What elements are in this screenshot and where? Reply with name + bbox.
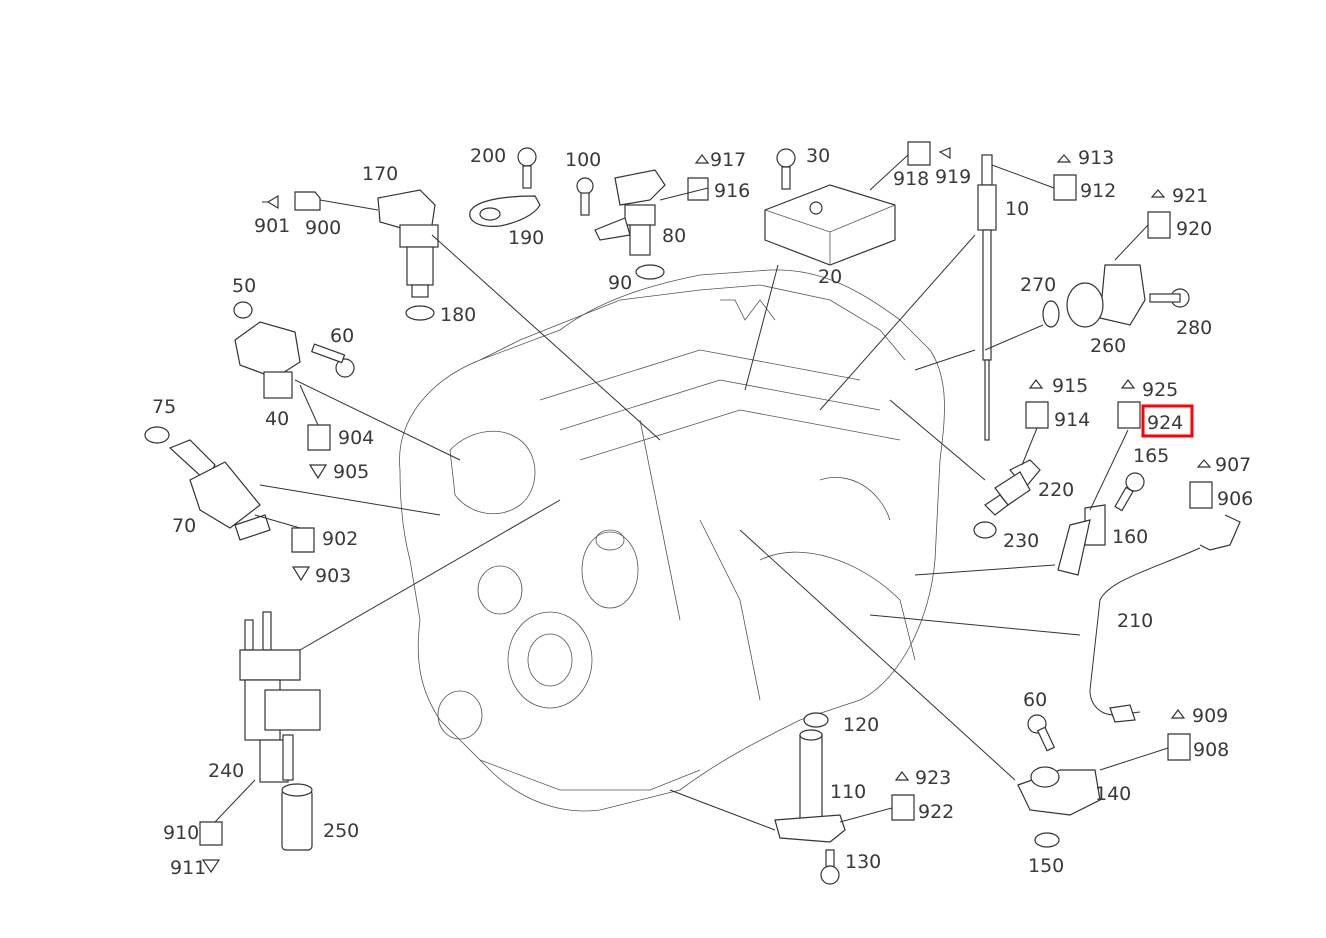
label-30: 30	[806, 145, 830, 167]
label-200: 200	[470, 145, 506, 167]
label-70: 70	[172, 515, 196, 537]
label-60-b: 60	[1023, 689, 1047, 711]
label-170: 170	[362, 163, 398, 185]
part-180-oring	[405, 305, 435, 321]
label-906: 906	[1217, 488, 1253, 510]
label-210: 210	[1117, 610, 1153, 632]
part-110-sensor	[774, 729, 846, 843]
label-100: 100	[565, 149, 601, 171]
part-170-sensor	[377, 189, 439, 298]
part-165-bolt	[1114, 472, 1145, 512]
label-150: 150	[1028, 855, 1064, 877]
label-190: 190	[508, 227, 544, 249]
part-140-sensor	[1017, 766, 1101, 816]
part-250-cap	[281, 783, 313, 851]
label-902: 902	[322, 528, 358, 550]
part-230-oring	[973, 521, 997, 539]
part-40-sensor	[234, 321, 301, 399]
label-912: 912	[1080, 180, 1116, 202]
label-240: 240	[208, 760, 244, 782]
leader-lines	[214, 154, 1169, 831]
part-210-temp-sensor	[1089, 514, 1241, 723]
label-10: 10	[1005, 198, 1029, 220]
part-70-sensor	[168, 439, 271, 541]
part-220-sensor	[984, 459, 1041, 516]
part-10-glow-plug	[977, 154, 997, 441]
part-240-valve	[239, 611, 321, 783]
label-909: 909	[1192, 705, 1228, 727]
part-50-oring	[233, 301, 253, 319]
part-130-bolt	[820, 849, 840, 885]
part-270-oring	[1042, 300, 1060, 328]
part-160-sensor	[1057, 504, 1106, 576]
label-80: 80	[662, 225, 686, 247]
label-907: 907	[1215, 454, 1251, 476]
part-90-oring	[635, 264, 665, 280]
label-914: 914	[1054, 409, 1090, 431]
label-280: 280	[1176, 317, 1212, 339]
label-50: 50	[232, 275, 256, 297]
part-80-sensor	[594, 169, 666, 256]
label-75: 75	[152, 396, 176, 418]
label-905: 905	[333, 461, 369, 483]
highlight-box-924	[1141, 404, 1194, 438]
label-901: 901	[254, 215, 290, 237]
label-920: 920	[1176, 218, 1212, 240]
label-90: 90	[608, 272, 632, 294]
label-230: 230	[1003, 530, 1039, 552]
label-919: 919	[935, 166, 971, 188]
part-190-hole	[479, 207, 501, 221]
label-918: 918	[893, 168, 929, 190]
label-165: 165	[1133, 445, 1169, 467]
label-220: 220	[1038, 479, 1074, 501]
part-120-oring	[803, 712, 829, 728]
part-75-oring	[144, 426, 170, 444]
part-60-bolt-a	[310, 343, 355, 378]
part-20-control-unit	[764, 184, 896, 266]
label-904: 904	[338, 427, 374, 449]
label-921: 921	[1172, 185, 1208, 207]
label-110: 110	[830, 781, 866, 803]
part-100-screw	[576, 177, 594, 216]
part-260-sensor	[1066, 264, 1146, 328]
engine-assembly	[399, 269, 945, 812]
label-160: 160	[1112, 526, 1148, 548]
label-60-a: 60	[330, 325, 354, 347]
label-900: 900	[305, 217, 341, 239]
part-150-oring	[1034, 832, 1060, 848]
label-910: 910	[163, 822, 199, 844]
label-180: 180	[440, 304, 476, 326]
label-911: 911	[170, 857, 206, 879]
label-120: 120	[843, 714, 879, 736]
label-40: 40	[265, 408, 289, 430]
label-908: 908	[1193, 739, 1229, 761]
label-923: 923	[915, 767, 951, 789]
label-924: 924	[1147, 412, 1183, 434]
part-30-bolt	[776, 148, 796, 190]
label-130: 130	[845, 851, 881, 873]
label-922: 922	[918, 801, 954, 823]
label-925: 925	[1142, 379, 1178, 401]
part-60-bolt-b	[1027, 714, 1056, 752]
label-270: 270	[1020, 274, 1056, 296]
part-190-gasket	[469, 195, 541, 227]
label-903: 903	[315, 565, 351, 587]
connector-symbols	[199, 141, 1213, 874]
part-labels: 200 100 917 30 913 170 916 918 919 912 9…	[152, 145, 1253, 879]
label-250: 250	[323, 820, 359, 842]
label-20: 20	[818, 266, 842, 288]
label-917: 917	[710, 149, 746, 171]
part-280-bolt	[1149, 288, 1190, 308]
label-913: 913	[1078, 147, 1114, 169]
label-140: 140	[1095, 783, 1131, 805]
part-200-bolt	[517, 147, 537, 189]
label-915: 915	[1052, 375, 1088, 397]
label-916: 916	[714, 180, 750, 202]
label-260: 260	[1090, 335, 1126, 357]
